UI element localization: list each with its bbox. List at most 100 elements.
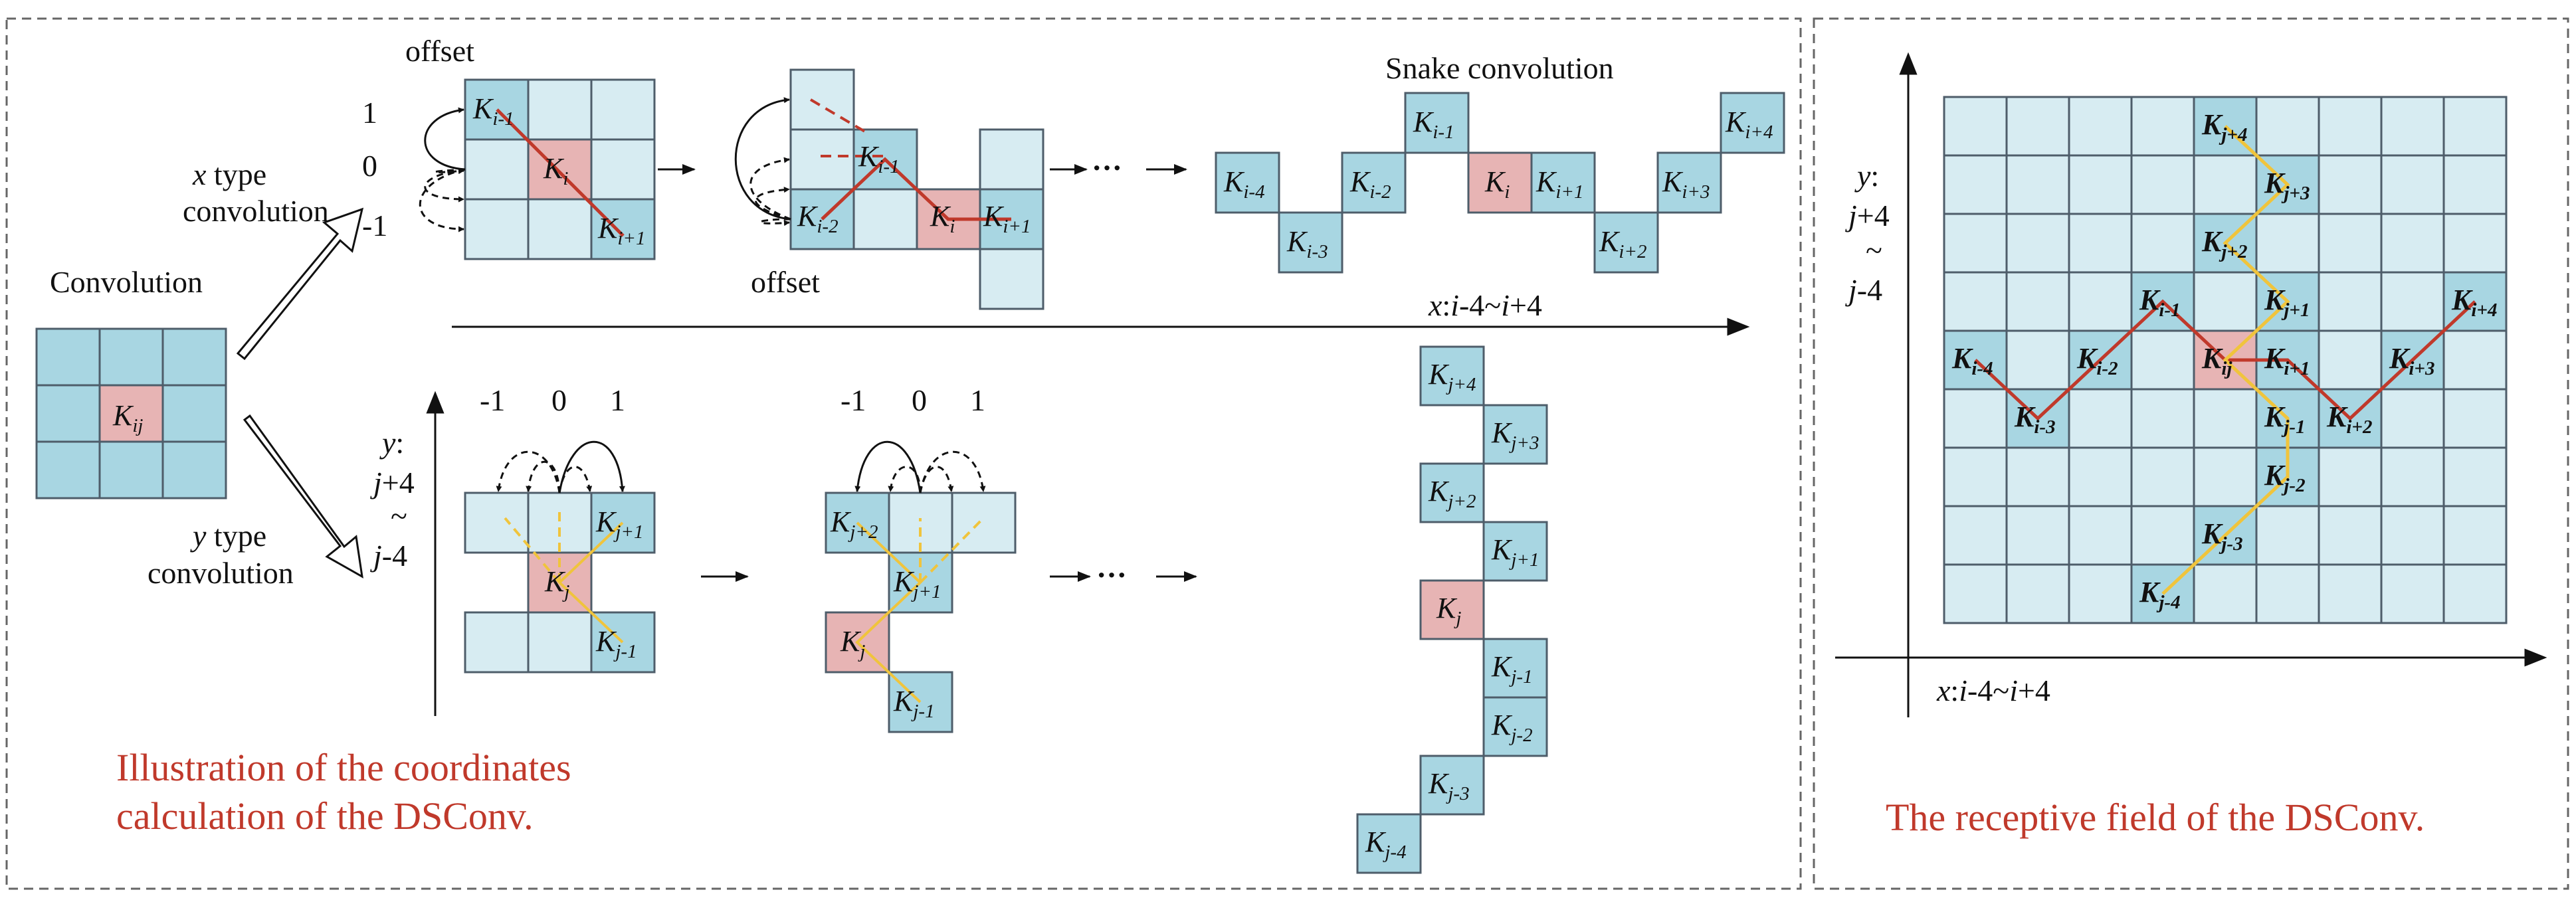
- receptive-cell: [2130, 505, 2195, 566]
- receptive-cell: [1943, 563, 2008, 624]
- receptive-x-kernel-5: Ki+1: [2264, 342, 2310, 379]
- right-y-axis-label-4: j-4: [1845, 273, 1882, 307]
- receptive-cell: [2130, 329, 2195, 391]
- x-stage1-offset-arrow-up: [424, 107, 466, 171]
- receptive-cell: [1943, 446, 2008, 507]
- receptive-cell: [2193, 154, 2258, 215]
- base-kernel-label: Kij: [112, 399, 143, 436]
- receptive-cell: [1943, 271, 2008, 332]
- x-snake-k-i-2: Ki-2: [1349, 165, 1391, 203]
- y-stage2-grid: [825, 492, 1017, 733]
- y-stage1-offset-arrow-c: [558, 466, 593, 494]
- receptive-cell: [2255, 505, 2320, 566]
- y-snake-k-j: Kj: [1436, 592, 1461, 629]
- right-y-axis-label-3: ~: [1866, 233, 1882, 267]
- x-type-label: x type: [192, 157, 266, 191]
- receptive-cell: [2318, 563, 2383, 624]
- receptive-cell: [2130, 446, 2195, 507]
- y-axis-label-2: j+4: [370, 466, 415, 499]
- receptive-y-kernel-6: Kj-3: [2201, 517, 2243, 555]
- y2-offset-1: 1: [970, 383, 985, 417]
- receptive-cell: [2068, 563, 2133, 624]
- receptive-cell: [2130, 213, 2195, 274]
- x-stage1-k-i+1: Ki+1: [597, 212, 646, 249]
- y-stage1-offset-arrow-a: [496, 450, 561, 494]
- receptive-cell: [2442, 446, 2508, 507]
- x-axis-label: x:i-4~i+4: [1428, 288, 1542, 322]
- receptive-y-kernel-4: Kj-1: [2264, 401, 2306, 438]
- receptive-cell: [2193, 388, 2258, 449]
- receptive-cell: [2442, 154, 2508, 215]
- y-stage1-offset-arrow-b: [526, 460, 561, 494]
- receptive-cell: [1943, 96, 2008, 157]
- y-stage1-yellow-a: [504, 517, 561, 584]
- receptive-cell: [2005, 154, 2070, 215]
- x-type-label-2: convolution: [183, 194, 329, 228]
- x-stage2-k-i-2: Ki-2: [797, 200, 839, 237]
- x-snake-k-i-3: Ki-3: [1286, 225, 1328, 262]
- receptive-cell: [2442, 505, 2508, 566]
- y-snake-k-j+3: Kj+3: [1491, 416, 1539, 454]
- x-snake-k-i: Ki: [1484, 165, 1510, 203]
- receptive-cell: [2380, 505, 2445, 566]
- y-snake-k-j+1: Kj+1: [1491, 533, 1539, 571]
- receptive-cell: [2318, 96, 2383, 157]
- receptive-x-kernel-8: Ki+4: [2451, 284, 2497, 321]
- y-ellipsis: ···: [1096, 558, 1127, 592]
- receptive-cell: [2255, 213, 2320, 274]
- receptive-cell: [2318, 329, 2383, 391]
- receptive-cell: [2068, 154, 2133, 215]
- x-stage2-offset-arrow-c: [759, 218, 791, 226]
- snake-convolution-label: Snake convolution: [1385, 51, 1614, 85]
- y-snake-k-j-4: Kj-4: [1365, 826, 1407, 863]
- receptive-x-kernel-4: Kij: [2201, 342, 2232, 379]
- y-axis-label-4: j-4: [370, 539, 407, 573]
- x-stage1-offset-arrow-b: [424, 168, 466, 203]
- receptive-cell: [2380, 96, 2445, 157]
- receptive-y-kernel-1: Kj+3: [2264, 167, 2310, 204]
- receptive-cell: [2068, 388, 2133, 449]
- receptive-x-kernel-1: Ki-3: [2014, 401, 2056, 438]
- receptive-cell: [2193, 271, 2258, 332]
- receptive-cell: [2005, 213, 2070, 274]
- receptive-cell: [2380, 446, 2445, 507]
- x-ellipsis: ···: [1092, 151, 1122, 185]
- y-stage2-k-j: Kj: [840, 625, 865, 662]
- receptive-cell: [2442, 329, 2508, 391]
- receptive-cell: [2442, 213, 2508, 274]
- y-stage1-offset-arrow-d: [558, 440, 625, 494]
- x-snake-cells: [1215, 92, 1785, 274]
- y-stage2-offset-arrow-d: [919, 450, 986, 494]
- y-offset-0: 0: [551, 383, 567, 417]
- receptive-cell: [2005, 563, 2070, 624]
- y2-offset-0: 0: [912, 383, 927, 417]
- receptive-cell: [2380, 563, 2445, 624]
- receptive-x-kernel-6: Ki+2: [2326, 401, 2372, 438]
- receptive-cell: [2005, 271, 2070, 332]
- x-stage2-red-path: [821, 157, 1011, 221]
- y-axis-label-1: y:: [379, 426, 404, 460]
- receptive-cell: [2005, 505, 2070, 566]
- receptive-cell: [2380, 388, 2445, 449]
- receptive-cell: [1943, 388, 2008, 449]
- x-stage1-red-path: [496, 108, 625, 237]
- receptive-y-kernel-7: Kj-4: [2139, 576, 2181, 613]
- y-stage2-yellow-path: [855, 581, 922, 703]
- receptive-cell: [2380, 271, 2445, 332]
- y-snake-k-j-2: Kj-2: [1491, 709, 1533, 746]
- y-type-label: y type: [190, 519, 266, 553]
- convolution-label: Convolution: [50, 265, 203, 299]
- offset-label-top: offset: [405, 34, 474, 68]
- receptive-cell: [2318, 505, 2383, 566]
- x-stage1-k-i: Ki: [543, 152, 568, 189]
- y-stage2-yellow-a: [856, 521, 922, 584]
- right-panel-frame: [1813, 17, 2569, 890]
- receptive-cell: [2068, 446, 2133, 507]
- x-stage2-k-i-1: Ki-1: [858, 140, 900, 177]
- x-stage2-offset-arrow-up: [734, 97, 791, 221]
- receptive-cell: [2380, 213, 2445, 274]
- base-kernel-grid: [35, 327, 227, 499]
- receptive-cell: [2068, 96, 2133, 157]
